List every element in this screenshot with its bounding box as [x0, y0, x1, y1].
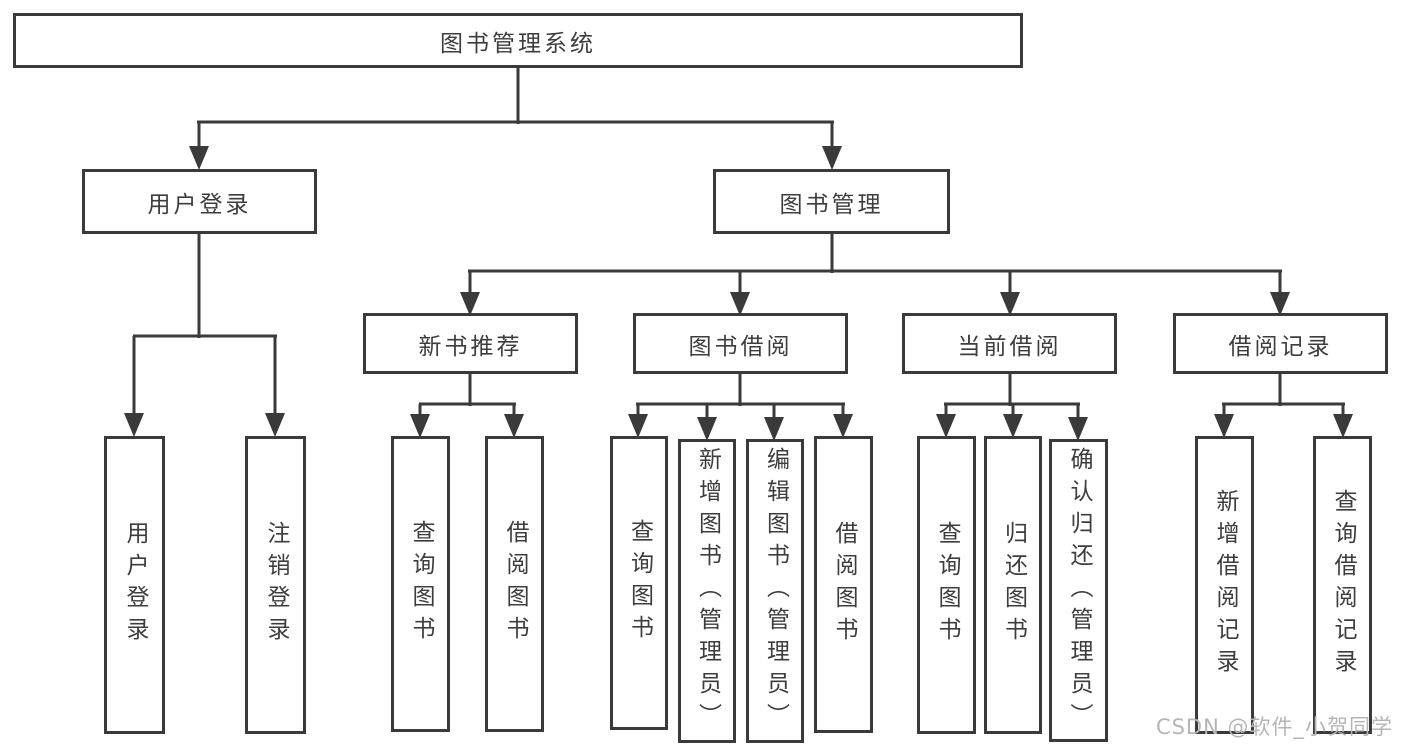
node-query-books-3: 查询图书: [917, 436, 976, 734]
node-edit-books: 编辑图书（管理员）: [746, 439, 804, 743]
node-return-books: 归还图书: [984, 436, 1042, 734]
node-borrow-books-2: 借阅图书: [814, 436, 873, 733]
node-add-borrow-record: 新增借阅记录: [1195, 436, 1254, 734]
node-book-management: 图书管理: [713, 169, 950, 234]
node-query-books-2: 查询图书: [610, 436, 668, 730]
node-add-books: 新增图书（管理员）: [678, 439, 736, 743]
node-book-borrow: 图书借阅: [633, 313, 848, 374]
node-logout: 注销登录: [245, 436, 306, 734]
node-new-book-recommend: 新书推荐: [363, 313, 578, 374]
node-user-login: 用户登录: [82, 169, 317, 234]
node-confirm-return: 确认归还（管理员）: [1049, 439, 1108, 742]
node-user-login-leaf: 用户登录: [104, 436, 165, 734]
node-current-borrow: 当前借阅: [902, 313, 1117, 374]
node-query-borrow-record: 查询借阅记录: [1313, 436, 1372, 734]
node-borrow-books-1: 借阅图书: [485, 436, 544, 732]
csdn-watermark: CSDN @软件_小贺同学: [1155, 715, 1393, 739]
node-root: 图书管理系统: [13, 13, 1023, 68]
node-borrow-records: 借阅记录: [1173, 313, 1388, 374]
node-query-books-1: 查询图书: [391, 436, 450, 732]
